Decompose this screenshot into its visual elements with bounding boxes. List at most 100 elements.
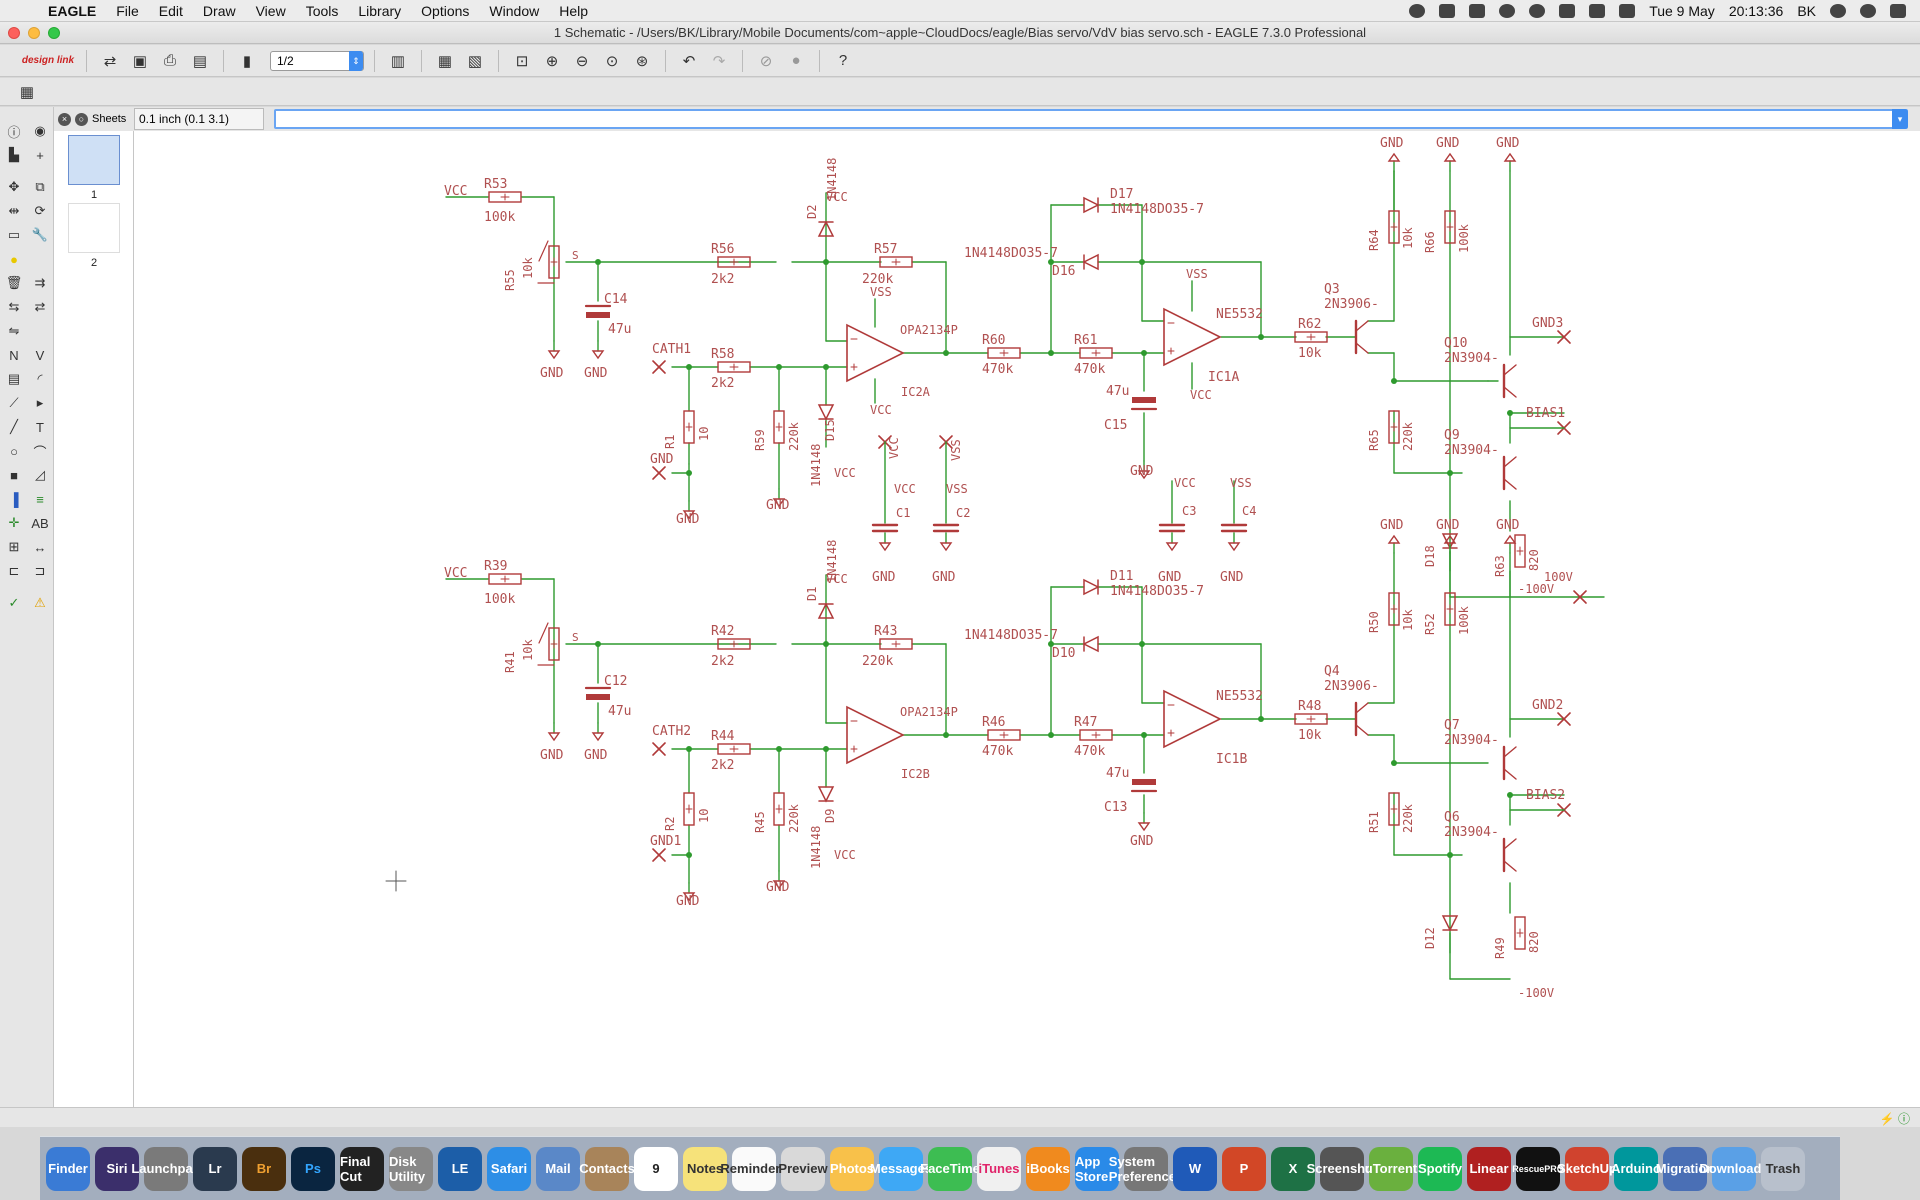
part-name[interactable]: Q10: [1444, 336, 1467, 351]
bus-icon[interactable]: ▐: [9, 491, 19, 507]
dimension-icon[interactable]: ↔: [33, 539, 47, 555]
dock-itunes[interactable]: iTunes: [977, 1146, 1021, 1191]
wire-icon[interactable]: ╱: [10, 419, 18, 434]
part-value[interactable]: 820: [1527, 549, 1541, 571]
dock-sketchup[interactable]: SketchUp: [1557, 1146, 1617, 1191]
part-value[interactable]: 2N3906-: [1324, 679, 1379, 694]
menu-app[interactable]: EAGLE: [48, 2, 97, 19]
dock-ibooks[interactable]: iBooks: [1026, 1146, 1070, 1191]
part-name[interactable]: D2: [805, 205, 819, 219]
part-name[interactable]: R44: [711, 729, 735, 744]
part-name[interactable]: R48: [1298, 699, 1321, 714]
part-value[interactable]: 470k: [1074, 362, 1105, 377]
part-value[interactable]: 470k: [982, 362, 1013, 377]
save-icon[interactable]: ▣: [132, 52, 148, 70]
net-label[interactable]: VCC: [444, 566, 467, 581]
part-value[interactable]: 47u: [1106, 384, 1129, 399]
net-label[interactable]: -100V: [1518, 582, 1554, 596]
invoke-icon[interactable]: ▸: [36, 395, 44, 410]
info-icon[interactable]: ⓘ: [7, 124, 21, 140]
part-name[interactable]: IC2B: [901, 767, 930, 781]
part-value[interactable]: 1N4148: [825, 540, 839, 583]
siri-icon[interactable]: [1860, 3, 1876, 18]
part-name[interactable]: R41: [503, 651, 517, 673]
schematic-canvas[interactable]: VCC R53 100k R55 10k S GND C14 47u GND R…: [134, 131, 1920, 1107]
part-value[interactable]: NE5532: [1216, 689, 1263, 704]
mark-icon[interactable]: +: [36, 147, 44, 163]
attribute-icon[interactable]: ⊞: [8, 539, 20, 554]
polygon-icon[interactable]: ◿: [35, 467, 45, 482]
chevron-down-icon[interactable]: ▾: [1892, 109, 1908, 129]
part-name[interactable]: R56: [711, 242, 734, 257]
menu-view[interactable]: View: [255, 2, 286, 19]
print-icon[interactable]: ⎙: [163, 52, 176, 69]
display-icon[interactable]: ▙: [9, 147, 19, 162]
part-name[interactable]: R1: [663, 435, 677, 449]
close-panel-icon[interactable]: ×: [58, 112, 71, 126]
part-value[interactable]: 1N4148DO35-7: [964, 628, 1058, 643]
notes-icon[interactable]: [1439, 3, 1456, 18]
part-name[interactable]: Q3: [1324, 282, 1340, 297]
part-name[interactable]: IC1A: [1208, 370, 1239, 385]
dock-launchpad[interactable]: Launchpad: [131, 1146, 201, 1191]
net-label[interactable]: BIAS2: [1526, 788, 1565, 803]
part-name[interactable]: Q4: [1324, 664, 1340, 679]
status-lightning-icon[interactable]: ⚡ ⓘ: [1879, 1112, 1910, 1126]
text-icon[interactable]: T: [36, 419, 44, 435]
dock-downloads[interactable]: Downloads: [1699, 1146, 1769, 1191]
ulp-icon[interactable]: ▧: [467, 52, 483, 70]
part-name[interactable]: IC2A: [901, 385, 931, 399]
gateswap-icon[interactable]: ⇋: [8, 323, 20, 338]
command-input[interactable]: ▾: [274, 109, 1908, 129]
part-value[interactable]: 220k: [1401, 803, 1415, 833]
help-icon[interactable]: ?: [838, 52, 848, 69]
frame-icon[interactable]: ⊏: [8, 563, 20, 578]
board-icon[interactable]: ▦: [437, 52, 453, 70]
dock-spotify[interactable]: Spotify: [1418, 1146, 1462, 1191]
zoom-window-button[interactable]: [48, 27, 60, 39]
part-value[interactable]: 10k: [521, 257, 535, 279]
part-value[interactable]: 2N3904-: [1444, 443, 1499, 458]
part-value[interactable]: 2N3904-: [1444, 733, 1499, 748]
part-name[interactable]: R53: [484, 177, 507, 192]
move-icon[interactable]: ✥: [8, 179, 20, 194]
dock-notes[interactable]: Notes: [683, 1146, 727, 1191]
go-icon[interactable]: ●: [791, 52, 801, 69]
part-value[interactable]: 47u: [608, 322, 631, 337]
part-name[interactable]: R43: [874, 624, 897, 639]
copy-icon[interactable]: ⧉: [35, 179, 45, 194]
smash-icon[interactable]: ▤: [7, 371, 21, 386]
junction-icon[interactable]: ✛: [8, 515, 20, 530]
part-name[interactable]: R58: [711, 347, 734, 362]
dock-lightroom[interactable]: Lr: [193, 1146, 237, 1191]
net-label[interactable]: GND1: [650, 834, 681, 849]
part-name[interactable]: R60: [982, 333, 1005, 348]
net-label[interactable]: GND2: [1532, 698, 1563, 713]
notification-center-icon[interactable]: [1890, 3, 1906, 18]
part-value[interactable]: 10k: [521, 639, 535, 661]
screens-icon[interactable]: [1469, 3, 1486, 18]
part-name[interactable]: R57: [874, 242, 897, 257]
sheet-select[interactable]: 1/2 ⇕: [270, 50, 364, 71]
part-name[interactable]: C3: [1182, 504, 1196, 518]
part-name[interactable]: C2: [956, 506, 970, 520]
part-value[interactable]: 10: [697, 809, 711, 823]
part-name[interactable]: R49: [1493, 937, 1507, 959]
creative-cloud-icon[interactable]: [1409, 3, 1426, 18]
part-name[interactable]: R66: [1423, 231, 1437, 253]
value-icon[interactable]: V: [35, 347, 45, 363]
part-name[interactable]: C15: [1104, 418, 1127, 433]
part-name[interactable]: Q7: [1444, 718, 1460, 733]
part-name[interactable]: D9: [823, 809, 837, 823]
dock-siri[interactable]: Siri: [95, 1146, 139, 1191]
open-icon[interactable]: ⇄: [103, 52, 117, 70]
part-value[interactable]: 220k: [787, 803, 801, 833]
net-label[interactable]: CATH2: [652, 724, 691, 739]
part-name[interactable]: R59: [753, 429, 767, 451]
part-name[interactable]: C1: [896, 506, 910, 520]
part-value[interactable]: 220k: [787, 421, 801, 451]
panel-options-icon[interactable]: ○: [75, 112, 88, 126]
part-value[interactable]: OPA2134P: [900, 323, 958, 337]
pinswap-icon[interactable]: ⇆: [8, 299, 20, 314]
zoom-out-icon[interactable]: ⊖: [575, 52, 589, 70]
